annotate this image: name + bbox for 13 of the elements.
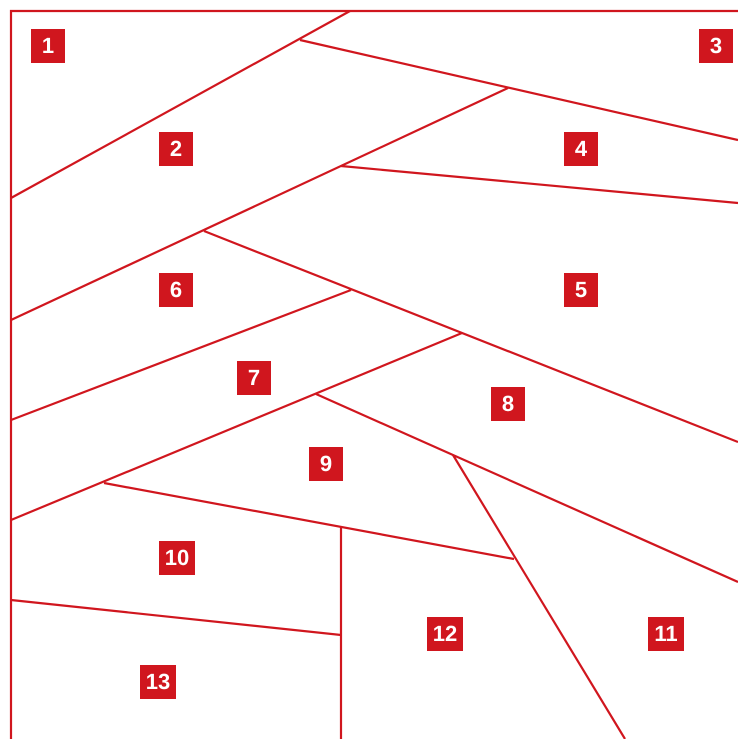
callout-number: 5 [564, 273, 598, 307]
callout-number: 2 [159, 132, 193, 166]
callout-number: 8 [491, 387, 525, 421]
callout-number: 1 [31, 29, 65, 63]
callout-number: 9 [309, 447, 343, 481]
callout-number: 10 [159, 541, 195, 575]
callout-number: 3 [699, 29, 733, 63]
callout-number: 6 [159, 273, 193, 307]
callout-number: 12 [427, 617, 463, 651]
callout-number: 13 [140, 665, 176, 699]
callout-number: 11 [648, 617, 684, 651]
callout-number: 4 [564, 132, 598, 166]
callout-number: 7 [237, 361, 271, 395]
